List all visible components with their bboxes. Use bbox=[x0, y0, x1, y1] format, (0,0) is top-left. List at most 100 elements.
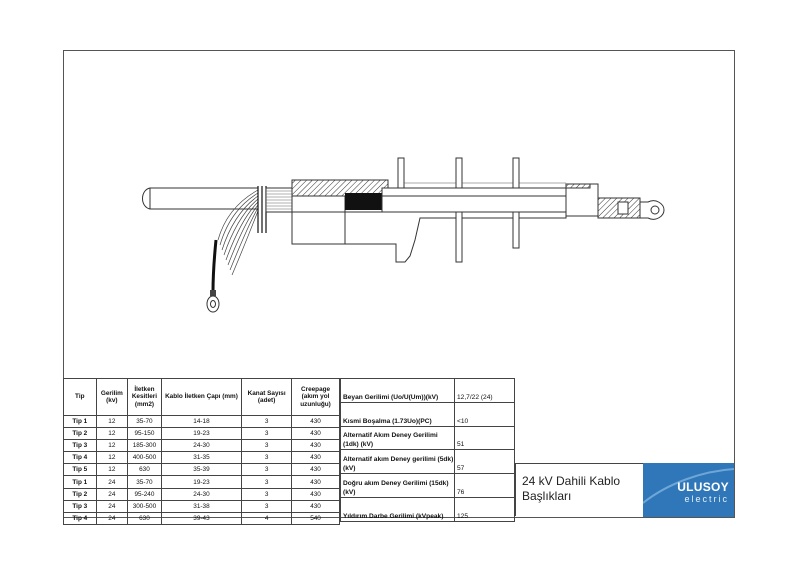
table-cell: 14-18 bbox=[160, 414, 243, 429]
table-cell: 19-23 bbox=[160, 475, 243, 489]
table-cell: 430 bbox=[291, 414, 340, 429]
col-header: Kablo İletken Çapı (mm) bbox=[160, 378, 243, 416]
col-header: İletken Kesitleri (mm2) bbox=[127, 378, 162, 416]
logo-swoosh-icon bbox=[643, 468, 734, 504]
table-cell: 3 bbox=[241, 499, 293, 513]
table-row: Doğru akım Deney Gerilimi (15dk) (kV)76 bbox=[340, 473, 515, 498]
col-header: Tip bbox=[63, 378, 97, 416]
table-cell: Tip 1 bbox=[63, 414, 97, 429]
table-cell: 430 bbox=[291, 427, 340, 441]
table-cell: 630 bbox=[127, 463, 162, 477]
table-cell: 95-150 bbox=[127, 427, 162, 441]
binding-bands bbox=[257, 186, 267, 233]
table-cell: Tip 4 bbox=[63, 451, 97, 465]
table-cell: 12 bbox=[95, 427, 129, 441]
table-cell: 3 bbox=[241, 451, 293, 465]
table-cell: 185-300 bbox=[127, 439, 162, 453]
test-value: 125 bbox=[454, 496, 515, 522]
col-header: Kanat Sayısı (adet) bbox=[241, 378, 293, 416]
table-cell: 430 bbox=[291, 475, 340, 489]
test-name: Kısmi Boşalma (1.73Uo)(PC) bbox=[340, 401, 455, 427]
logo-brand: ULUSOY bbox=[677, 480, 729, 494]
logo-sub: electric bbox=[684, 494, 729, 504]
table-cell: 35-70 bbox=[127, 414, 162, 429]
table-cell: Tip 3 bbox=[63, 499, 97, 513]
table-cell: Tip 2 bbox=[63, 427, 97, 441]
table-cell: 31-35 bbox=[160, 451, 243, 465]
end-cap bbox=[565, 183, 599, 217]
table-cell: 12 bbox=[95, 451, 129, 465]
col-header: Gerilim (kv) bbox=[95, 378, 129, 416]
test-table: Beyan Gerilimi (Uo/U(Um))(kV)12,7/22 (24… bbox=[340, 378, 515, 522]
table-cell: 95-240 bbox=[127, 487, 162, 501]
table-cell: 24 bbox=[95, 511, 129, 525]
test-name: Beyan Gerilimi (Uo/U(Um))(kV) bbox=[340, 378, 455, 403]
table-cell: 19-23 bbox=[160, 427, 243, 441]
table-cell: 430 bbox=[291, 499, 340, 513]
table-cell: Tip 4 bbox=[63, 511, 97, 525]
spec-table: Tip Gerilim (kv) İletken Kesitleri (mm2)… bbox=[63, 378, 340, 525]
table-cell: Tip 2 bbox=[63, 487, 97, 501]
table-cell: 630 bbox=[127, 511, 162, 525]
table-cell: 35-39 bbox=[160, 463, 243, 477]
title-block: 24 kV Dahili Kablo Başlıkları bbox=[515, 463, 643, 516]
table-cell: 400-500 bbox=[127, 451, 162, 465]
test-value: 76 bbox=[454, 473, 515, 498]
col-header: Creepage (akım yol uzunluğu) bbox=[291, 378, 340, 416]
table-row: Beyan Gerilimi (Uo/U(Um))(kV)12,7/22 (24… bbox=[340, 378, 515, 403]
table-cell: 31-38 bbox=[160, 499, 243, 513]
table-cell: 39-43 bbox=[160, 511, 243, 525]
table-cell: 24-30 bbox=[160, 439, 243, 453]
table-cell: Tip 1 bbox=[63, 475, 97, 489]
table-cell: 3 bbox=[241, 427, 293, 441]
test-name: Doğru akım Deney Gerilimi (15dk) (kV) bbox=[340, 473, 455, 498]
table-cell: 3 bbox=[241, 463, 293, 477]
table-cell: 12 bbox=[95, 439, 129, 453]
table-cell: Tip 5 bbox=[63, 463, 97, 477]
company-logo: ULUSOY electric bbox=[643, 463, 734, 517]
earth-lead bbox=[211, 239, 218, 293]
table-cell: 12 bbox=[95, 414, 129, 429]
table-row: Kısmi Boşalma (1.73Uo)(PC)<10 bbox=[340, 401, 515, 427]
test-value: 51 bbox=[454, 425, 515, 451]
table-cell: 430 bbox=[291, 463, 340, 477]
test-value: 57 bbox=[454, 449, 515, 475]
table-cell: 35-70 bbox=[127, 475, 162, 489]
table-cell: 12 bbox=[95, 463, 129, 477]
semicon-ring bbox=[345, 193, 382, 210]
table-cell: 24 bbox=[95, 475, 129, 489]
table-cell: Tip 3 bbox=[63, 439, 97, 453]
table-cell: 540 bbox=[291, 511, 340, 525]
table-cell: 430 bbox=[291, 451, 340, 465]
table-cell: 300-500 bbox=[127, 499, 162, 513]
table-row: Yıldırım Darbe Gerilimi (kVpeak)125 bbox=[340, 496, 515, 522]
table-cell: 3 bbox=[241, 487, 293, 501]
test-value: 12,7/22 (24) bbox=[454, 378, 515, 403]
screen-wires bbox=[217, 189, 259, 276]
table-cell: 24 bbox=[95, 487, 129, 501]
table-cell: 24 bbox=[95, 499, 129, 513]
table-cell: 3 bbox=[241, 439, 293, 453]
drawing-title: 24 kV Dahili Kablo Başlıkları bbox=[522, 474, 621, 503]
test-name: Alternatif akım Deney gerilimi (5dk) (kV… bbox=[340, 449, 455, 475]
table-cell: 430 bbox=[291, 487, 340, 501]
test-name: Yıldırım Darbe Gerilimi (kVpeak) bbox=[340, 496, 455, 522]
table-cell: 4 bbox=[241, 511, 293, 525]
insulator-sheds bbox=[397, 157, 520, 263]
table-cell: 3 bbox=[241, 475, 293, 489]
test-value: <10 bbox=[454, 401, 515, 427]
test-name: Alternatif Akım Deney Gerilimi (1dk) (kV… bbox=[340, 425, 455, 451]
table-cell: 3 bbox=[241, 414, 293, 429]
table-row: Alternatif akım Deney gerilimi (5dk) (kV… bbox=[340, 449, 515, 475]
table-row: Alternatif Akım Deney Gerilimi (1dk) (kV… bbox=[340, 425, 515, 451]
table-cell: 24-30 bbox=[160, 487, 243, 501]
